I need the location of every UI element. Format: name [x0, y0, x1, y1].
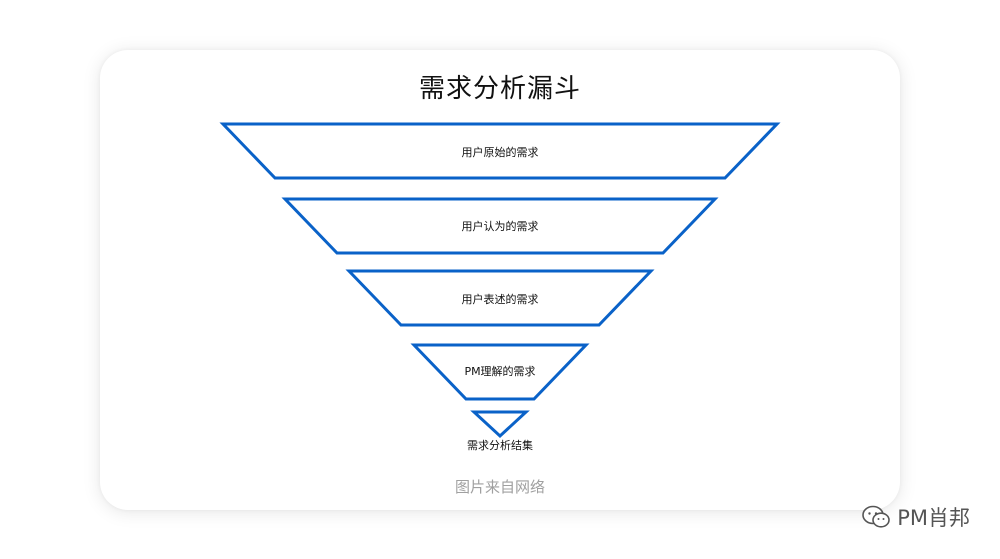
- stage-label-5: 需求分析结集: [467, 439, 533, 452]
- stage-label-3: 用户表述的需求: [461, 293, 539, 306]
- watermark: PM肖邦: [861, 502, 970, 532]
- funnel-stage-2: [281, 197, 719, 255]
- stage-label-1: 用户原始的需求: [461, 146, 539, 159]
- funnel-stage-4: [410, 343, 590, 401]
- diagram-title: 需求分析漏斗: [418, 74, 581, 104]
- funnel-stage-1: [219, 122, 781, 180]
- stage-label-4: PM理解的需求: [464, 365, 536, 378]
- wechat-icon: [862, 505, 891, 528]
- image-source-caption: 图片来自网络: [454, 478, 545, 496]
- funnel-stage-3: [345, 269, 655, 327]
- stage-label-2: 用户认为的需求: [461, 220, 539, 233]
- watermark-text: PM肖邦: [897, 506, 970, 530]
- funnel-stage-5: [470, 410, 530, 439]
